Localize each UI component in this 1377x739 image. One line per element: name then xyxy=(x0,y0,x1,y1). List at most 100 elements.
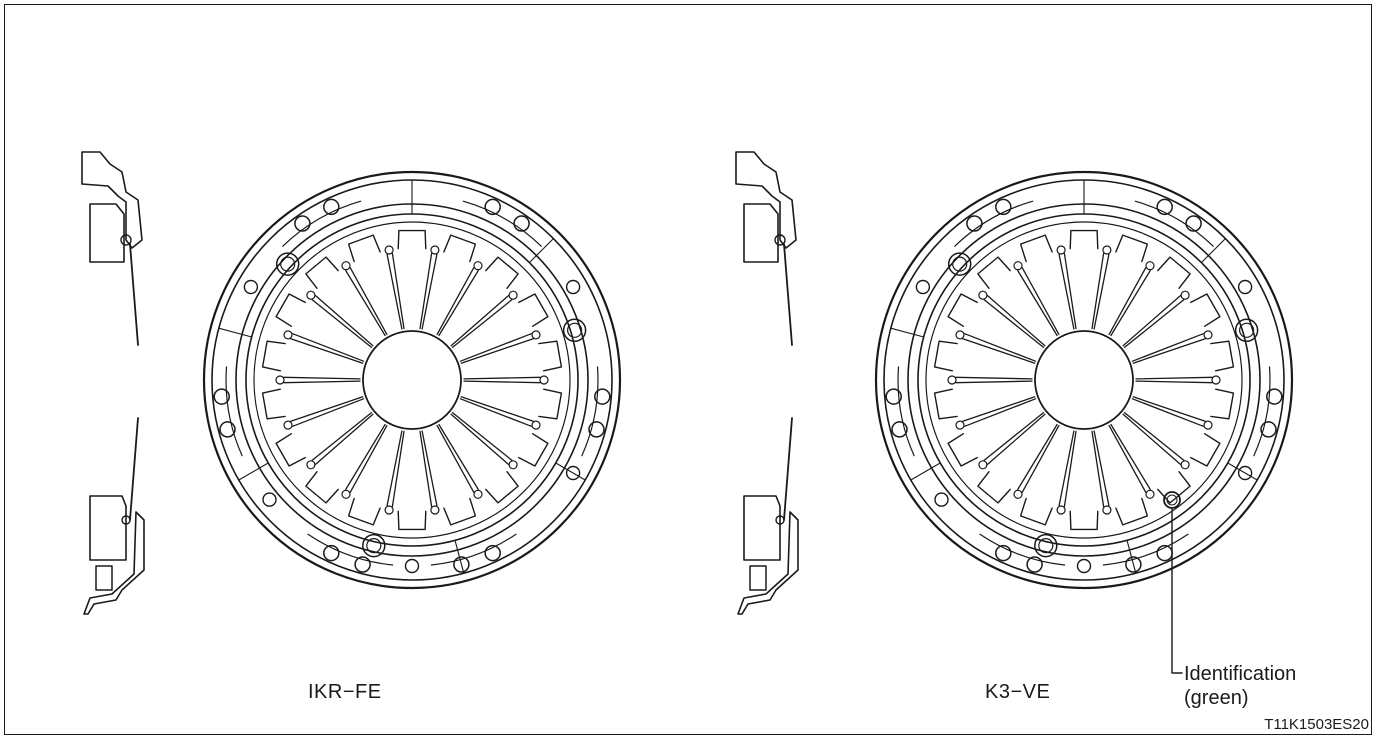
bolt-hole xyxy=(262,492,277,507)
diaphragm-section-upper xyxy=(783,243,793,346)
finger-slot-edge xyxy=(1017,423,1058,491)
slot-end xyxy=(1056,245,1066,255)
spring-finger-tip xyxy=(397,510,427,531)
finger-slot-edge xyxy=(386,430,403,507)
finger-slot-edge xyxy=(955,376,1033,380)
slot-end xyxy=(1145,261,1155,271)
slot-end xyxy=(947,375,957,385)
bolt-hole xyxy=(885,388,902,405)
strap-edge xyxy=(890,327,925,338)
bolt-hole xyxy=(513,215,530,232)
finger-slot-edge xyxy=(450,295,509,347)
spring-finger-tip xyxy=(1157,256,1191,289)
slot-end xyxy=(1180,290,1190,300)
rivet-inner xyxy=(1038,537,1054,554)
bolt-hole xyxy=(891,421,908,438)
finger-slot-edge xyxy=(438,423,479,491)
bolt-hole xyxy=(484,544,501,562)
slot-end xyxy=(978,460,988,470)
rivet xyxy=(275,252,300,276)
figure-frame xyxy=(4,4,1372,735)
pressure-plate-ring-inner xyxy=(245,213,579,547)
finger-slot-edge xyxy=(436,424,475,493)
finger-slot-edge xyxy=(438,269,479,337)
finger-slot-edge xyxy=(345,423,386,491)
bolt-hole xyxy=(995,198,1012,216)
slot-end xyxy=(283,330,293,340)
bolt-hole xyxy=(404,558,420,574)
finger-slot-edge xyxy=(983,299,1045,349)
strap-edge xyxy=(218,327,253,338)
finger-slot-edge xyxy=(987,413,1046,465)
slot-end xyxy=(473,261,483,271)
slot-end xyxy=(341,261,351,271)
identification-label-line2: (green) xyxy=(1184,687,1249,709)
strap-edge xyxy=(454,539,465,574)
finger-slot-edge xyxy=(463,376,541,380)
slot-end xyxy=(1102,505,1112,515)
bolt-hole xyxy=(588,421,605,438)
spring-finger-tip xyxy=(1069,510,1099,531)
slot-end xyxy=(1211,375,1221,385)
spring-finger-tip xyxy=(1190,293,1221,327)
spring-finger-tip xyxy=(1069,229,1099,250)
rivet xyxy=(362,533,386,558)
rivet-inner xyxy=(566,322,583,338)
finger-slot-edge xyxy=(1135,380,1213,384)
spring-finger-tip xyxy=(1210,388,1235,420)
slot-end xyxy=(539,375,549,385)
finger-slot-edge xyxy=(311,299,373,349)
strap-edge xyxy=(910,462,941,481)
slot-end xyxy=(341,489,351,499)
spring-finger-tip xyxy=(947,293,978,327)
finger-slot-edge xyxy=(1108,267,1147,336)
finger-slot-edge xyxy=(1122,413,1181,465)
rivet-inner xyxy=(366,537,382,554)
finger-slot-edge xyxy=(436,267,475,336)
identification-label-line1: Identification xyxy=(1184,663,1297,685)
pivot-ring xyxy=(774,234,786,246)
finger-slot-edge xyxy=(459,333,532,362)
finger-slot-edge xyxy=(1110,423,1151,491)
strap-edge xyxy=(1200,238,1226,264)
bolt-hole xyxy=(594,388,611,405)
finger-slot-edge xyxy=(987,295,1046,347)
finger-slot-edge xyxy=(292,333,365,362)
finger-slot-edge xyxy=(292,398,365,427)
finger-slot-edge xyxy=(349,267,388,336)
finger-slot-edge xyxy=(315,295,374,347)
slot-end xyxy=(955,330,965,340)
slot-end xyxy=(1013,261,1023,271)
finger-slot-edge xyxy=(1058,430,1075,507)
figure-code: T11K1503ES20 xyxy=(1264,716,1369,733)
mounting-lug-edge xyxy=(462,200,542,247)
spring-finger-tip xyxy=(1190,433,1221,467)
bolt-hole xyxy=(1076,558,1092,574)
left-cross-section xyxy=(81,151,145,615)
finger-slot-edge xyxy=(463,380,541,384)
bolt-hole xyxy=(1266,388,1283,405)
spring-finger-tip xyxy=(1115,234,1149,263)
finger-slot-edge xyxy=(1132,338,1206,364)
finger-slot-edge xyxy=(315,413,374,465)
bolt-hole xyxy=(323,544,340,562)
finger-slot-edge xyxy=(962,396,1036,422)
bolt-hole xyxy=(1237,465,1253,481)
finger-slot-edge xyxy=(459,398,532,427)
finger-slot-edge xyxy=(1093,253,1110,330)
outer-rim xyxy=(874,170,1294,590)
finger-slot-edge xyxy=(1135,376,1213,380)
slot-end xyxy=(473,489,483,499)
strap-edge xyxy=(1126,539,1137,574)
finger-slot-edge xyxy=(311,411,373,461)
slot-end xyxy=(283,420,293,430)
pivot-ring xyxy=(121,515,131,525)
strap-edge xyxy=(555,462,586,481)
bolt-hole xyxy=(1260,421,1277,438)
finger-slot-edge xyxy=(460,338,534,364)
bolt-hole xyxy=(565,465,581,481)
rivet xyxy=(1234,318,1259,343)
finger-slot-edge xyxy=(391,430,405,508)
bolt-hole xyxy=(1237,279,1253,295)
